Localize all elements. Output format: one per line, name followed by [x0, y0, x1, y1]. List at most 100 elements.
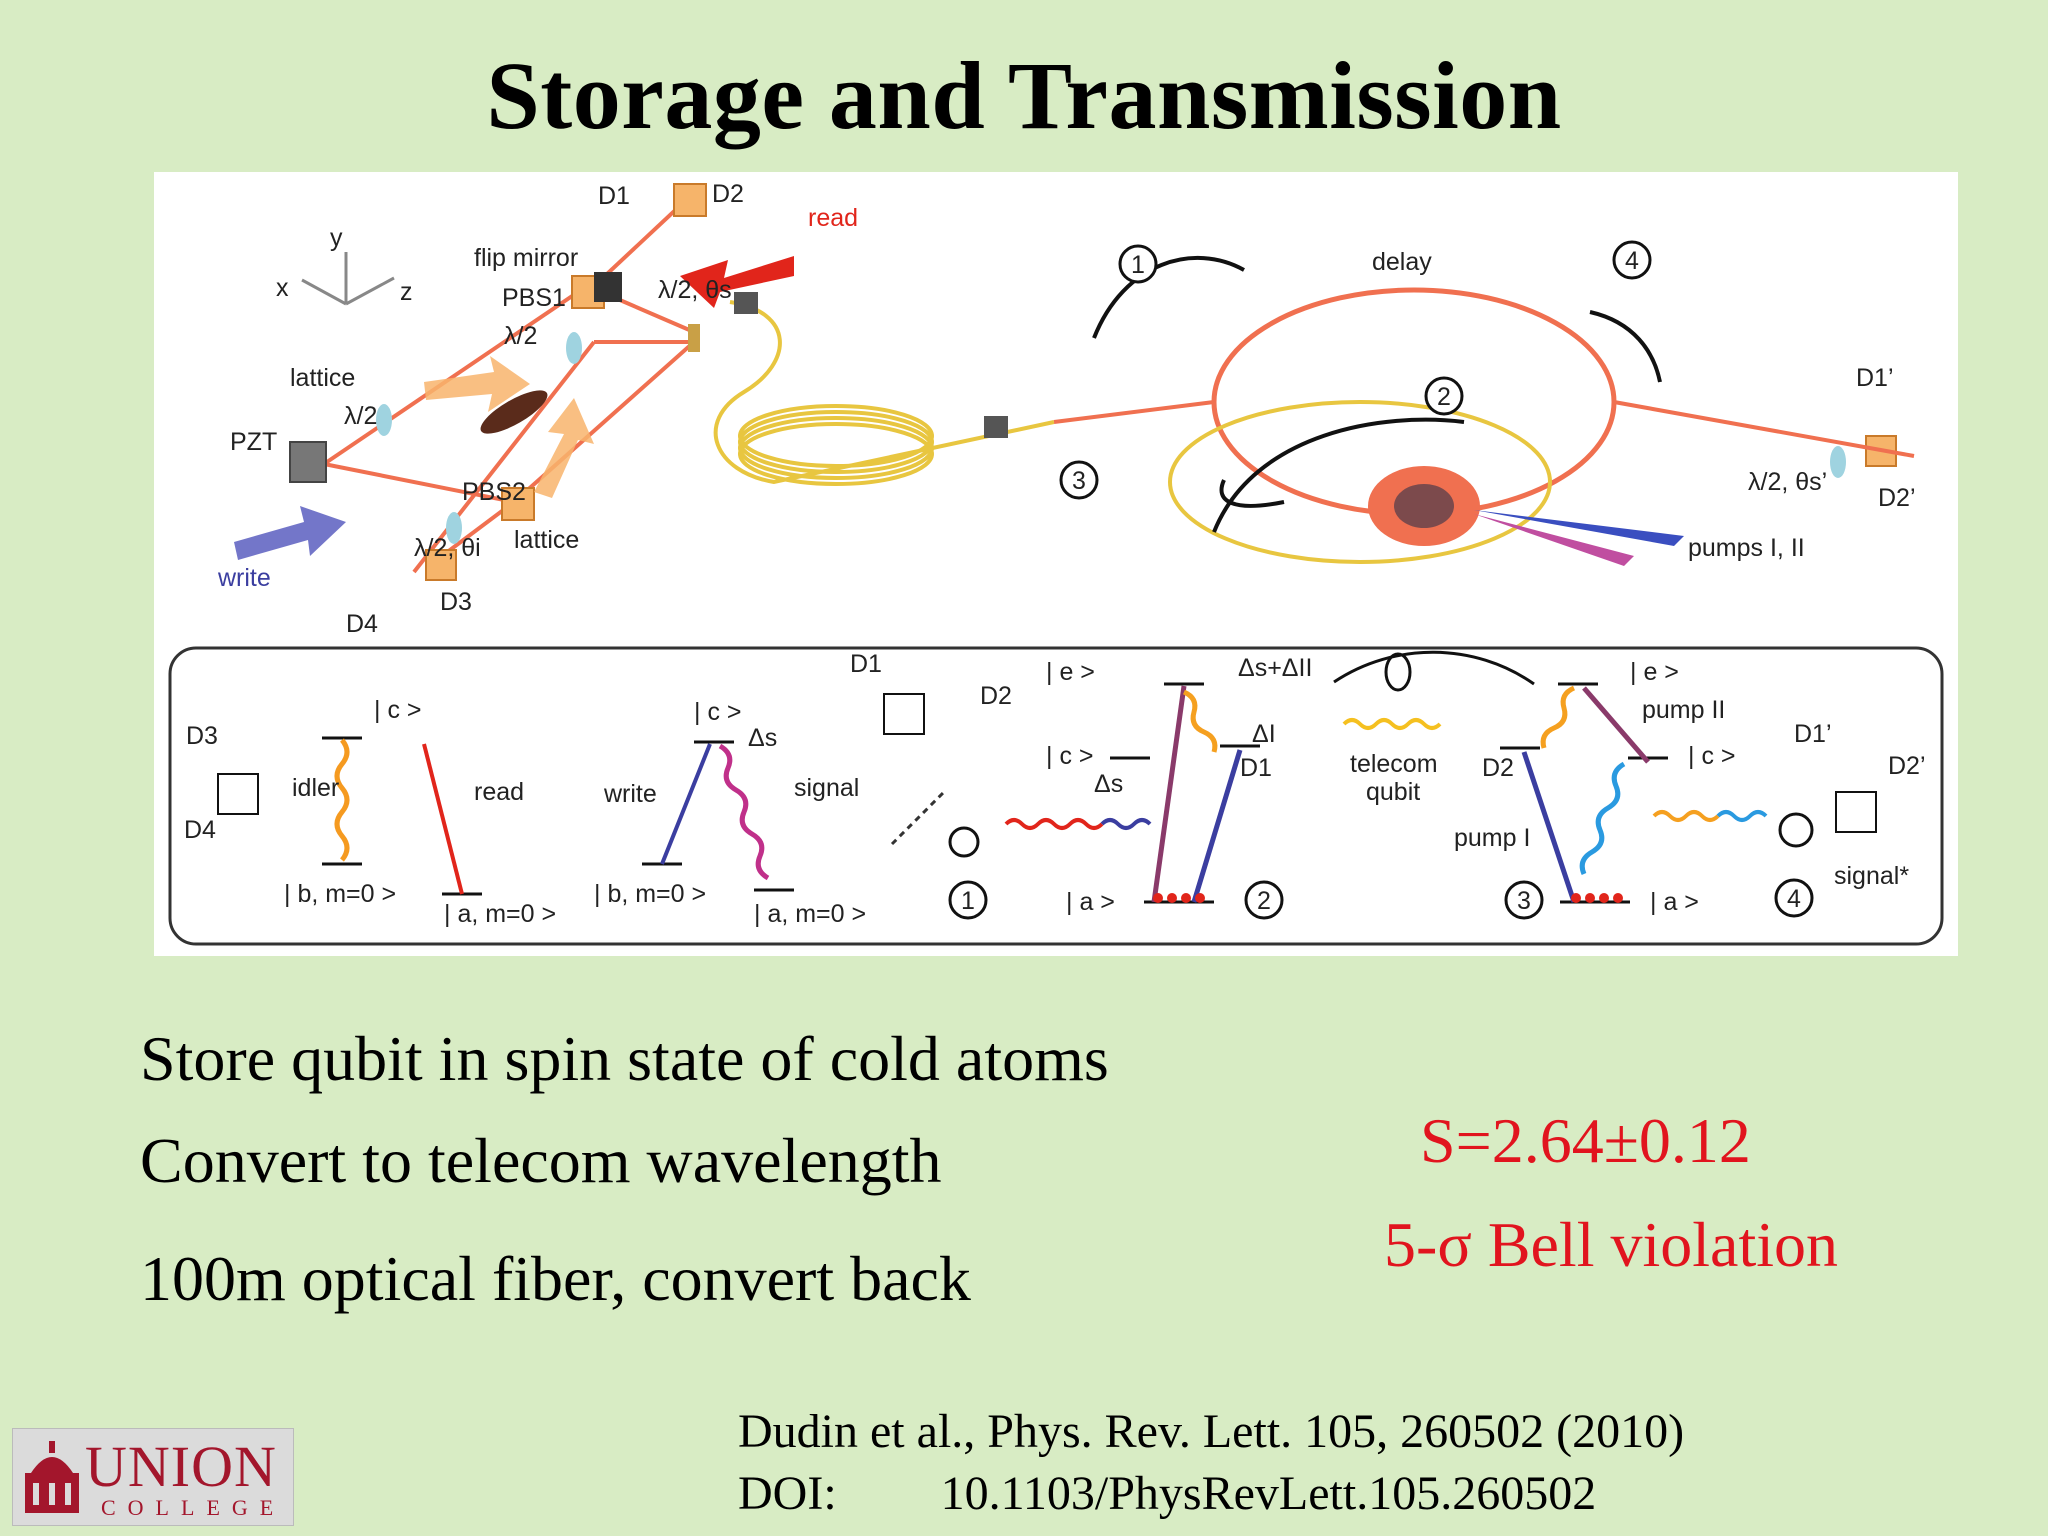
pumps-label: pumps I, II — [1688, 534, 1805, 562]
detector-box-icon — [217, 773, 259, 815]
half-wave-i-label: λ/2, θi — [414, 534, 481, 562]
level-d2-label: D2 — [980, 682, 1012, 710]
citation-doi: DOI: 10.1103/PhysRevLett.105.260502 — [738, 1466, 1596, 1521]
citation-reference: Dudin et al., Phys. Rev. Lett. 105, 2605… — [738, 1405, 1685, 1458]
detector-d2-label: D2 — [712, 180, 744, 208]
bell-violation-result: 5-σ Bell violation — [1384, 1209, 1838, 1280]
signal-photon-icon — [718, 743, 770, 881]
level-c-label: | c > — [694, 698, 742, 726]
pump-beam-icon — [1474, 514, 1634, 566]
half-wave-label: λ/2 — [344, 402, 377, 430]
doi-label: DOI: — [738, 1467, 837, 1520]
level-a-label: | a > — [1066, 888, 1115, 916]
waveplate-icon — [1830, 446, 1846, 478]
pbs2-cube — [501, 487, 535, 521]
laser-beams — [322, 200, 696, 574]
pbs2-label: PBS2 — [462, 478, 526, 506]
half-wave-label: λ/2 — [504, 322, 537, 350]
level-a-label: | a, m=0 > — [444, 900, 556, 928]
waveplate-icon — [376, 404, 392, 436]
flip-mirror-icon — [594, 272, 622, 302]
atom-cloud-icon — [480, 390, 548, 434]
step-3-circle — [1504, 880, 1544, 920]
step-3-label: 3 — [1517, 887, 1531, 915]
level-d1-label: D1 — [850, 650, 882, 678]
waveplate-icon — [566, 332, 582, 364]
beam-out — [1613, 400, 1915, 458]
s-value-result: S=2.64±0.12 — [1420, 1105, 1751, 1176]
experiment-diagram-svg: y x z — [168, 180, 1944, 946]
detector-d1-label: D1 — [598, 182, 630, 210]
step-4-circle — [1774, 878, 1814, 918]
fiber-path — [713, 300, 1055, 485]
idler-photon-icon — [334, 738, 350, 862]
waveplate-icon — [446, 512, 462, 544]
level-a-label: | a > — [1650, 888, 1699, 916]
write-transition — [660, 743, 712, 865]
pzt-icon — [289, 441, 327, 483]
bullet-convert-telecom: Convert to telecom wavelength — [140, 1125, 942, 1196]
step-4-label: 4 — [1787, 885, 1801, 913]
level-d1p-label: D1’ — [1794, 720, 1832, 748]
qubit-label: qubit — [1366, 778, 1420, 806]
half-wave-s2-label: λ/2, θs’ — [1748, 468, 1827, 496]
signal-star-label: signal* — [1834, 862, 1909, 890]
pbs1-label: PBS1 — [502, 284, 566, 312]
step-1-label: 1 — [961, 887, 975, 915]
pump-2-label: pump II — [1642, 696, 1725, 724]
delay-label: delay — [1372, 248, 1432, 276]
lattice-label: lattice — [514, 526, 579, 554]
lattice-arrow-icon — [424, 356, 530, 412]
step-3-arrow — [1219, 479, 1285, 508]
fiber-loop-icon — [948, 826, 980, 858]
step-2-arrow — [1212, 417, 1465, 533]
beam-to-loop — [1053, 400, 1215, 424]
step-2-circle — [1424, 376, 1464, 416]
step-1-circle — [948, 880, 988, 920]
level-b-label: | b, m=0 > — [594, 880, 706, 908]
signal-label: signal — [794, 774, 859, 802]
level-c-label: | c > — [1046, 742, 1094, 770]
college-building-icon — [25, 1441, 79, 1513]
fiber-spool-icon — [738, 404, 934, 486]
read-arrow-icon — [680, 256, 794, 308]
write-arrow-icon — [234, 506, 346, 560]
experiment-figure: y x z — [154, 172, 1958, 956]
level-e-label: | e > — [1046, 658, 1095, 686]
level-a-label: | a, m=0 > — [754, 900, 866, 928]
fiber-loop-icon — [1384, 652, 1412, 692]
delta-sum-label: Δs+ΔII — [1238, 654, 1312, 682]
write-label: write — [217, 564, 271, 592]
slide-title: Storage and Transmission — [486, 42, 1562, 149]
read-transition — [422, 743, 464, 895]
level-d-label: D2 — [1482, 754, 1514, 782]
write-level-label: write — [603, 780, 657, 808]
read-level-label: read — [474, 778, 524, 806]
level-b-label: | b, m=0 > — [284, 880, 396, 908]
lattice-arrow-icon — [534, 398, 594, 498]
read-label: read — [808, 204, 858, 232]
axis-z-label: z — [400, 278, 413, 306]
union-college-logo: UNION COLLEGE — [12, 1428, 294, 1526]
delay-loop-inner — [1168, 400, 1552, 564]
step-1-label: 1 — [1131, 251, 1145, 279]
level-e-label: | e > — [1630, 658, 1679, 686]
half-wave-s-label: λ/2, θs — [658, 276, 732, 304]
axes-icon — [301, 252, 395, 306]
step-4-label: 4 — [1625, 247, 1639, 275]
step-4-arrow — [1589, 310, 1662, 383]
pzt-label: PZT — [230, 428, 277, 456]
level-d-label: D1 — [1240, 754, 1272, 782]
coupler-icon — [734, 292, 758, 314]
coupler-icon — [984, 416, 1008, 438]
detector-d4-label: D4 — [346, 610, 378, 638]
lattice-label: lattice — [290, 364, 355, 392]
detector-d1p-label: D1’ — [1856, 364, 1894, 392]
level-c-label: | c > — [374, 696, 422, 724]
step-2-circle — [1244, 880, 1284, 920]
mirror-icon — [688, 324, 700, 352]
step-3-label: 3 — [1072, 467, 1086, 495]
doi-value: 10.1103/PhysRevLett.105.260502 — [940, 1467, 1597, 1520]
step-3-circle — [1059, 460, 1099, 500]
level-d2p-label: D2’ — [1888, 752, 1926, 780]
